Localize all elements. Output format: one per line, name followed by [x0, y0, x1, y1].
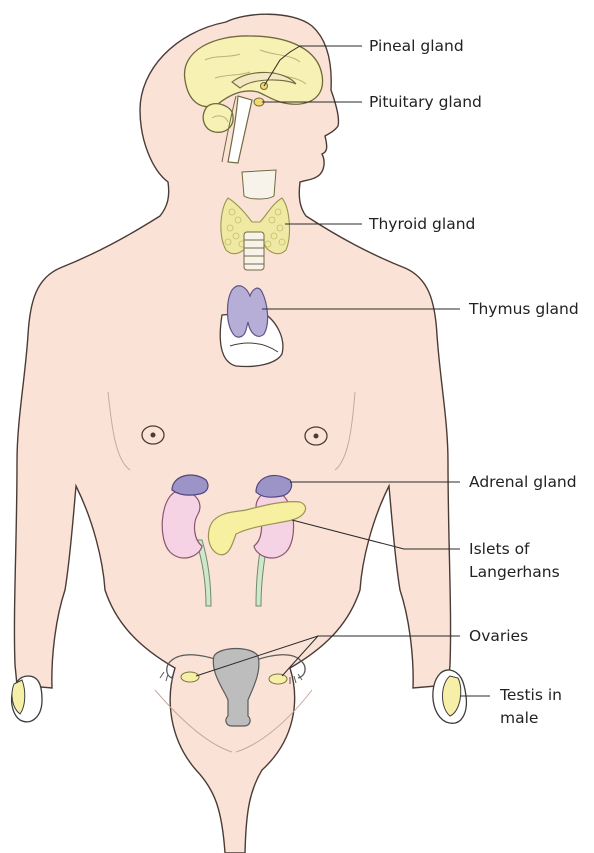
label-islets-line1: Islets of — [469, 540, 530, 558]
left-nipple — [142, 426, 164, 444]
left-ovary — [181, 672, 199, 682]
label-thyroid-gland: Thyroid gland — [368, 215, 475, 233]
label-testis-line1: Testis in — [499, 686, 562, 704]
trachea — [244, 232, 264, 270]
label-ovaries: Ovaries — [469, 627, 528, 645]
label-islets-line2: Langerhans — [469, 563, 560, 581]
larynx — [242, 170, 276, 199]
right-nipple — [305, 427, 327, 445]
label-thymus-gland: Thymus gland — [468, 300, 579, 318]
right-testis — [433, 670, 467, 723]
left-testis — [12, 676, 42, 722]
label-testis-line2: male — [500, 709, 538, 727]
label-adrenal-gland: Adrenal gland — [469, 473, 577, 491]
right-ovary — [269, 674, 287, 684]
label-pituitary-gland: Pituitary gland — [369, 93, 482, 111]
label-pineal-gland: Pineal gland — [369, 37, 464, 55]
